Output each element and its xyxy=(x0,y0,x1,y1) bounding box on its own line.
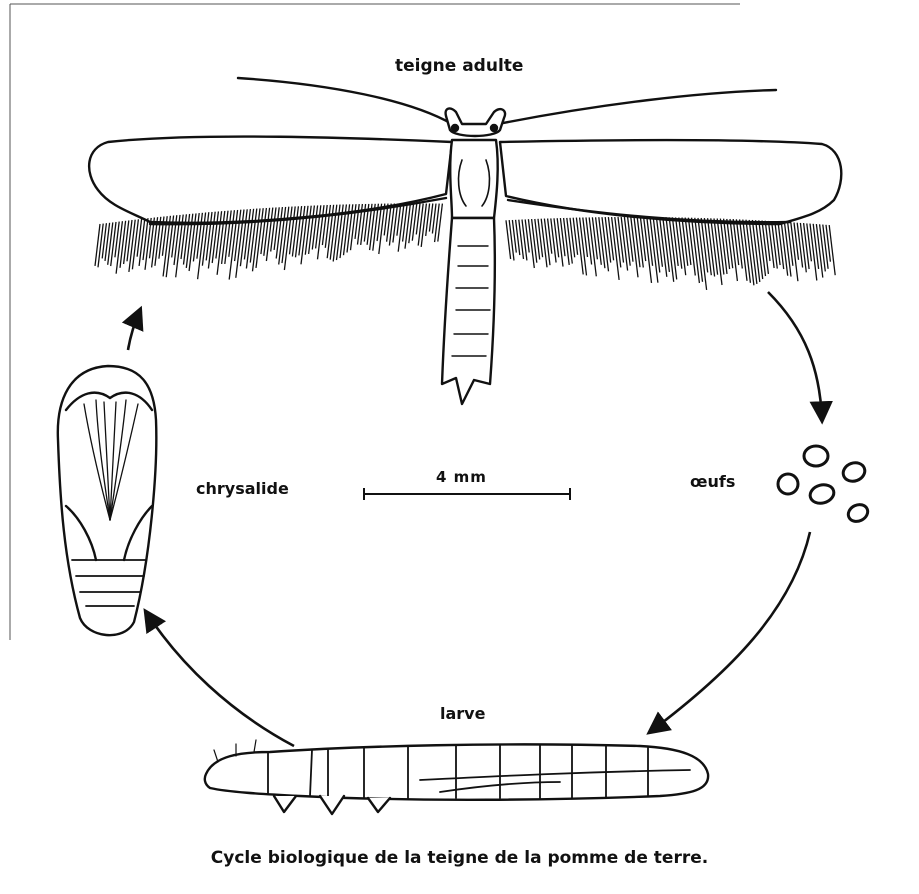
egg xyxy=(808,482,836,506)
arrow-pupa-to-adult xyxy=(128,310,140,350)
right-wing-fringe xyxy=(506,217,835,290)
left-eye xyxy=(452,125,458,131)
moth-thorax xyxy=(450,140,497,218)
right-antenna xyxy=(498,90,776,124)
arrow-larva-to-pupa xyxy=(146,612,294,746)
larva-drawing xyxy=(205,740,708,814)
larva-legs xyxy=(274,796,390,814)
arrow-eggs-to-larva xyxy=(650,532,810,732)
left-antenna xyxy=(238,78,452,124)
scale-bar xyxy=(364,488,570,500)
label-pupa: chrysalide xyxy=(196,479,289,498)
egg xyxy=(846,502,871,525)
pupa-drawing xyxy=(58,366,156,635)
arrow-adult-to-eggs xyxy=(768,292,822,420)
left-forewing xyxy=(89,137,452,223)
egg xyxy=(778,474,798,494)
label-larva: larve xyxy=(440,704,485,723)
right-forewing xyxy=(500,140,841,224)
scale-bar-label: 4 mm xyxy=(436,468,487,486)
right-eye xyxy=(491,125,497,131)
eggs-drawing xyxy=(778,446,870,524)
egg xyxy=(841,460,868,484)
label-adult: teigne adulte xyxy=(395,56,523,76)
label-eggs: œufs xyxy=(690,472,735,491)
egg xyxy=(804,446,828,466)
figure-caption: Cycle biologique de la teigne de la pomm… xyxy=(0,848,919,868)
